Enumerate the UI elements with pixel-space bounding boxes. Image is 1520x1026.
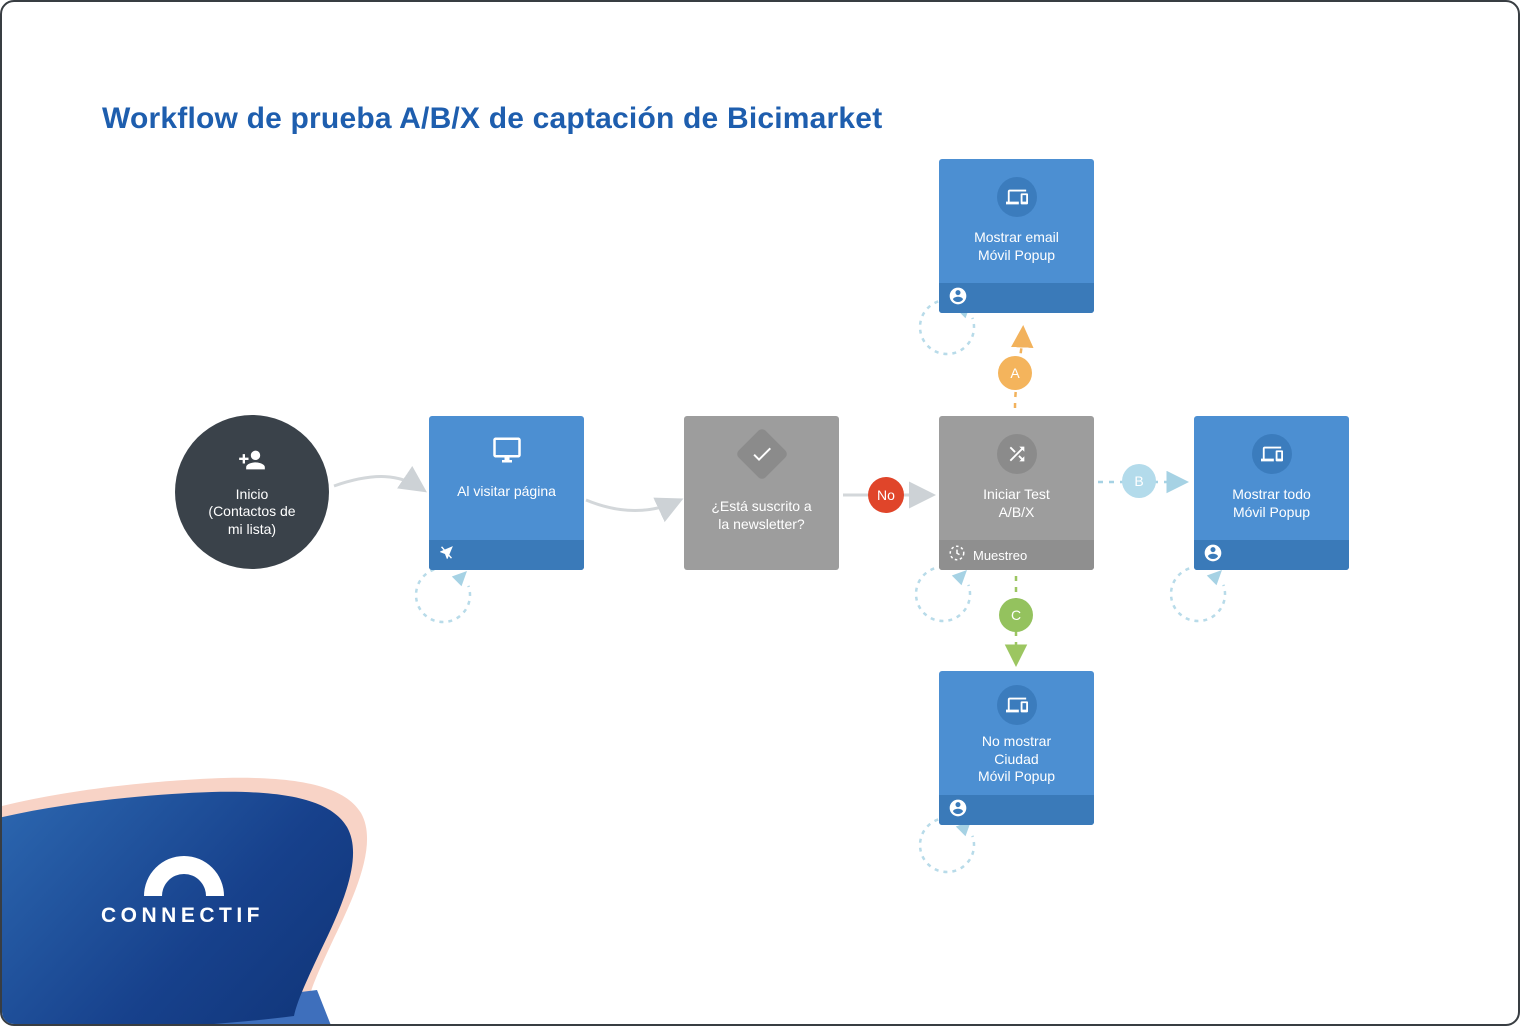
node-no-mostrar-ciudad-movil-popup[interactable]: No mostrar Ciudad Móvil Popup (939, 671, 1094, 825)
loop-arrowhead (951, 570, 967, 586)
ab-test-shuffle-icon (996, 434, 1037, 474)
node-label: Inicio (Contactos de mi lista) (208, 485, 296, 537)
connector-label-no[interactable]: No (868, 477, 904, 513)
node-label: Mostrar email Móvil Popup (974, 229, 1059, 263)
page-title: Workflow de prueba A/B/X de captación de… (102, 102, 883, 135)
devices-icon (996, 177, 1037, 217)
node-label: Al visitar página (457, 483, 556, 499)
loop-arc (918, 816, 976, 874)
node-iniciar-test-abx[interactable]: Iniciar Test A/B/X Muestreo (939, 416, 1094, 570)
devices-icon (1251, 434, 1292, 474)
repeat-loop-arrows (414, 298, 1227, 874)
node-footer (1194, 540, 1349, 570)
connector-label-c[interactable]: C (999, 598, 1033, 632)
loop-arc (1169, 565, 1227, 623)
footer-label: Muestreo (973, 547, 1028, 563)
connector-label-a[interactable]: A (998, 356, 1032, 390)
person-icon (1203, 543, 1223, 568)
node-start-inicio[interactable]: Inicio (Contactos de mi lista) (175, 415, 329, 569)
node-footer (429, 540, 584, 570)
monitor-icon (492, 433, 522, 467)
person-icon (948, 798, 968, 823)
sampling-clock-icon (948, 544, 966, 567)
connectif-arch-logo (144, 844, 224, 901)
node-mostrar-email-movil-popup[interactable]: Mostrar email Móvil Popup (939, 159, 1094, 313)
connectif-wordmark: CONNECTIF (101, 904, 264, 927)
node-label: Mostrar todo Móvil Popup (1232, 486, 1311, 520)
person-add-icon (238, 446, 266, 479)
cursor-icon (438, 544, 455, 566)
loop-arc (914, 565, 972, 623)
edge-visit-to-newsletter (585, 497, 684, 523)
person-icon (948, 286, 968, 311)
loop-arc (414, 566, 472, 624)
node-footer (939, 795, 1094, 825)
node-footer: Muestreo (939, 540, 1094, 570)
node-esta-suscrito-newsletter[interactable]: ¿Está suscrito a la newsletter? (684, 416, 839, 570)
connector-label-b[interactable]: B (1122, 464, 1156, 498)
node-label: No mostrar Ciudad Móvil Popup (977, 733, 1056, 784)
check-diamond-icon (734, 427, 789, 481)
loop-arrowhead (1206, 570, 1222, 586)
loop-arrowhead (451, 571, 467, 587)
node-label: ¿Está suscrito a la newsletter? (711, 498, 812, 532)
blob-light-sliver (119, 990, 331, 1024)
node-al-visitar-pagina[interactable]: Al visitar página (429, 416, 584, 570)
edge-start-to-visit (333, 466, 427, 493)
devices-icon (996, 685, 1037, 725)
node-mostrar-todo-movil-popup[interactable]: Mostrar todo Móvil Popup (1194, 416, 1349, 570)
node-label: Iniciar Test A/B/X (983, 486, 1050, 520)
node-footer (939, 283, 1094, 313)
check-icon (750, 442, 774, 471)
